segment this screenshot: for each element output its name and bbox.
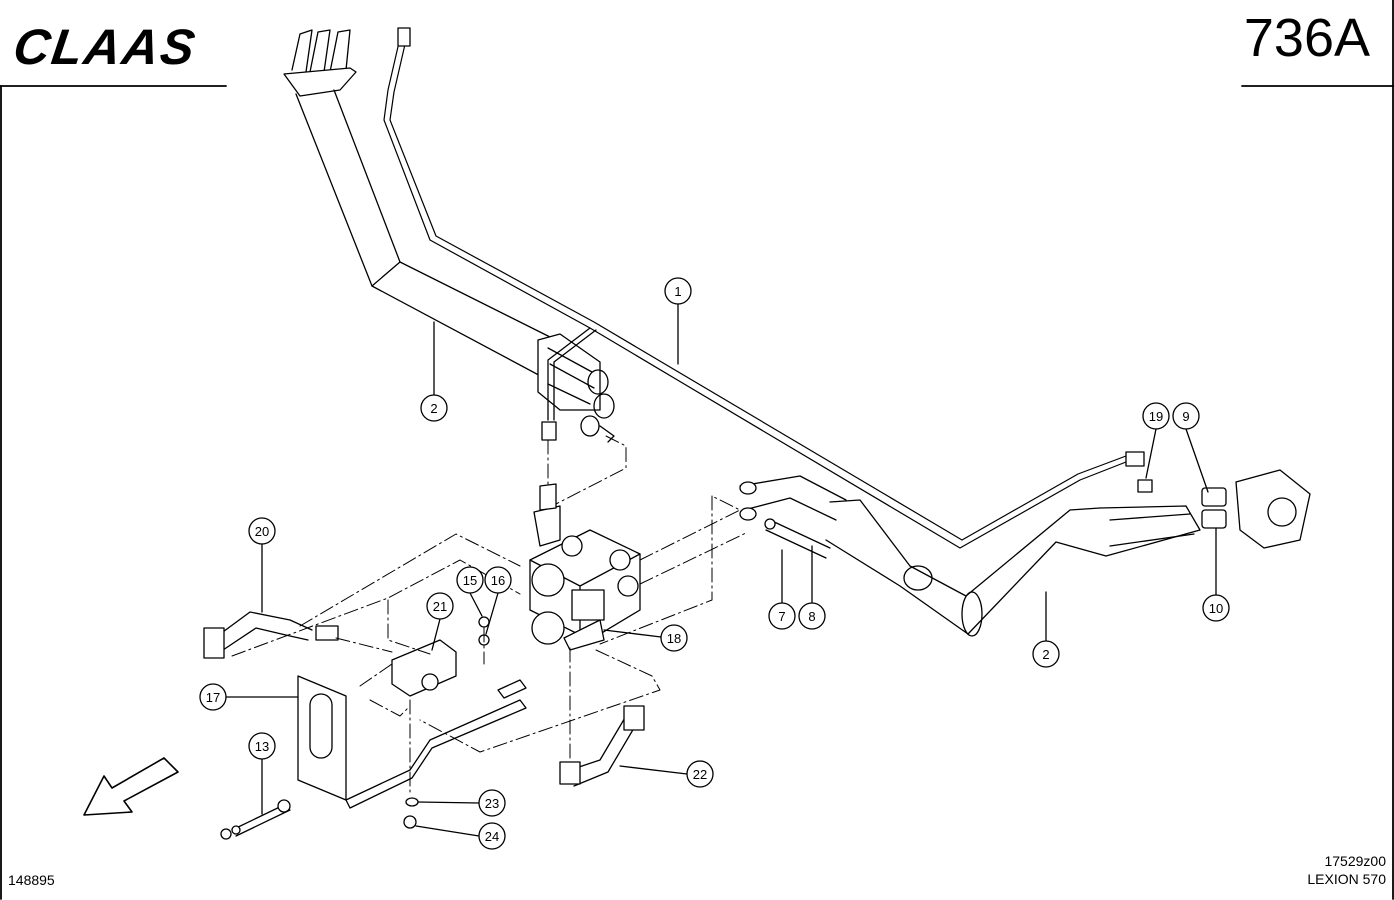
- catalog-number: 148895: [8, 872, 55, 888]
- svg-text:2: 2: [1042, 647, 1049, 662]
- callout-1: 1: [664, 277, 692, 365]
- callout-22: 22: [619, 760, 714, 788]
- callout-16: 16: [484, 566, 512, 635]
- svg-text:24: 24: [485, 829, 499, 844]
- fittings-and-pump: [1137, 469, 1311, 549]
- brand-logo: CLAAS: [10, 19, 201, 75]
- cable-harness: [383, 27, 1145, 549]
- sheet-number: 736A: [1243, 8, 1370, 68]
- svg-text:15: 15: [463, 573, 477, 588]
- svg-text:1: 1: [674, 284, 681, 299]
- callout-15: 15: [456, 566, 484, 617]
- svg-text:17: 17: [206, 690, 220, 705]
- callout-18: 18: [603, 624, 688, 652]
- callout-13: 13: [248, 732, 276, 815]
- svg-text:7: 7: [778, 609, 785, 624]
- svg-text:9: 9: [1182, 409, 1189, 424]
- hose-20: [203, 611, 339, 659]
- svg-text:23: 23: [485, 796, 499, 811]
- callout-10: 10: [1202, 527, 1230, 622]
- callout-9: 9: [1172, 402, 1209, 493]
- callout-23: 23: [417, 789, 506, 817]
- svg-text:2: 2: [430, 401, 437, 416]
- hose-22: [559, 705, 645, 787]
- svg-text:19: 19: [1149, 409, 1163, 424]
- svg-text:10: 10: [1209, 601, 1223, 616]
- callout-2-upper: 2: [420, 321, 448, 422]
- hose-bundle-lower: [825, 499, 1201, 637]
- callout-17: 17: [199, 683, 299, 711]
- callout-7: 7: [768, 549, 796, 630]
- drawing-reference: 17529z00 LEXION 570: [1307, 852, 1386, 888]
- callout-19: 19: [1142, 402, 1170, 479]
- callout-2-lower: 2: [1032, 591, 1060, 668]
- svg-text:8: 8: [808, 609, 815, 624]
- svg-text:18: 18: [667, 631, 681, 646]
- control-valve-block: [529, 483, 641, 651]
- mounting-bracket: [297, 675, 527, 809]
- svg-text:16: 16: [491, 573, 505, 588]
- drawing-number: 17529z00: [1324, 853, 1386, 869]
- direction-arrow-icon: [83, 757, 179, 816]
- callout-8: 8: [798, 545, 826, 630]
- small-valve-21: [391, 639, 527, 699]
- callout-layer: 1 2 2 7 8 9 10 13 15 16 17 18 19 20 21 2…: [199, 277, 1230, 850]
- svg-text:20: 20: [255, 524, 269, 539]
- hose-bundle-upper: [283, 29, 615, 443]
- callout-21: 21: [426, 592, 454, 651]
- callout-20: 20: [248, 517, 276, 613]
- svg-text:22: 22: [693, 767, 707, 782]
- callout-24: 24: [415, 822, 506, 850]
- hose-pair-7-8: [739, 475, 847, 559]
- model-name: LEXION 570: [1307, 871, 1386, 887]
- svg-text:13: 13: [255, 739, 269, 754]
- svg-text:21: 21: [433, 599, 447, 614]
